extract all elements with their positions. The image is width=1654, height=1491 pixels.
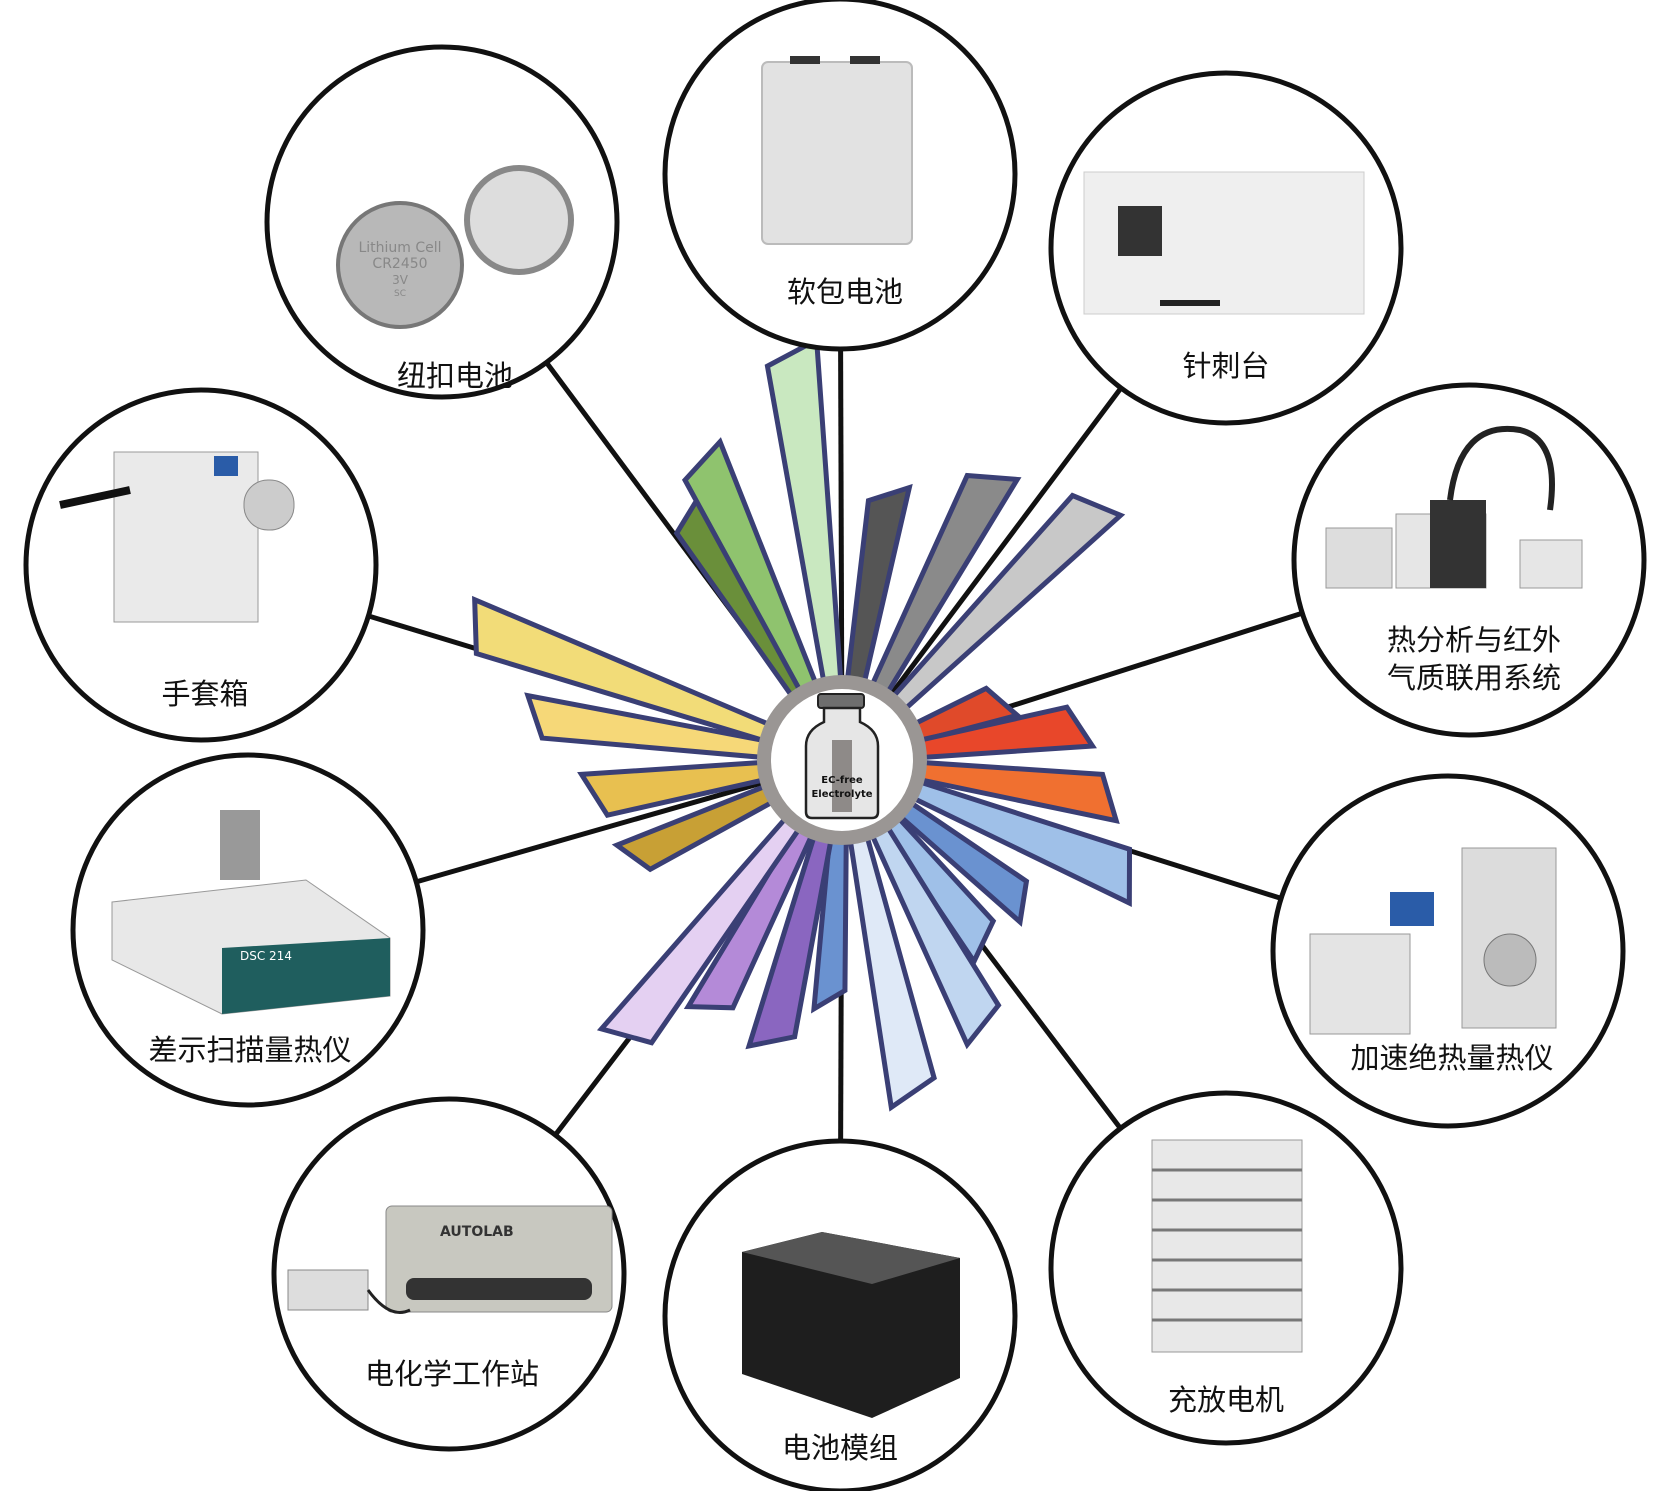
node-battery-module: 电池模组 — [662, 1138, 1018, 1491]
arc-icon — [1309, 933, 1411, 1035]
node-nail-test: 针刺台 — [1048, 70, 1404, 426]
bottle-cap-icon — [817, 693, 865, 709]
coin-text: SC — [394, 289, 406, 299]
node-label: 热分析与红外 — [1387, 623, 1561, 657]
cycler-rack-icon — [1151, 1139, 1303, 1353]
node-pouch-cell: 软包电池 — [662, 0, 1018, 352]
node-label: 充放电机 — [1168, 1383, 1284, 1417]
node-coin-cell: Lithium Cell CR2450 3V SC 纽扣电池 — [264, 44, 620, 400]
coin-text: 3V — [392, 273, 409, 287]
bottle-label-line1: EC-free — [821, 775, 863, 786]
coin-text: CR2450 — [372, 256, 427, 272]
node-dsc: DSC 214 差示扫描量热仪 — [70, 752, 426, 1108]
glovebox-icon — [113, 451, 259, 623]
node-electrochem-station: AUTOLAB 电化学工作站 — [271, 1096, 627, 1452]
node-label-line2: 气质联用系统 — [1387, 661, 1561, 695]
instrument-icon — [1325, 527, 1393, 589]
node-label: 软包电池 — [787, 275, 903, 309]
coin-text: Lithium Cell — [358, 240, 441, 256]
battery-module-icon — [742, 1232, 960, 1418]
bottle-label-line2: Electrolyte — [811, 789, 872, 800]
node-label: 手套箱 — [161, 677, 248, 711]
node-label: 电池模组 — [782, 1431, 898, 1465]
node-label: 加速绝热量热仪 — [1350, 1041, 1553, 1075]
node-battery-cycler: 充放电机 — [1048, 1090, 1404, 1446]
model-label: DSC 214 — [240, 949, 292, 963]
node-tga-ftir-gcms: 热分析与红外 气质联用系统 — [1291, 382, 1647, 738]
node-label: 电化学工作站 — [365, 1357, 539, 1391]
node-label: 纽扣电池 — [397, 359, 513, 393]
brand-label: AUTOLAB — [440, 1224, 514, 1240]
node-arc: 加速绝热量热仪 — [1270, 773, 1626, 1129]
node-glovebox: 手套箱 — [23, 387, 379, 743]
coin-cell-back-icon — [464, 165, 574, 275]
center-bottle-node: EC-free Electrolyte — [757, 675, 927, 845]
node-label: 针刺台 — [1182, 349, 1269, 383]
coin-cell-icon — [336, 201, 464, 329]
pouch-cell-icon — [761, 61, 913, 245]
center-burst — [472, 335, 1133, 1112]
node-label: 差示扫描量热仪 — [148, 1033, 351, 1067]
